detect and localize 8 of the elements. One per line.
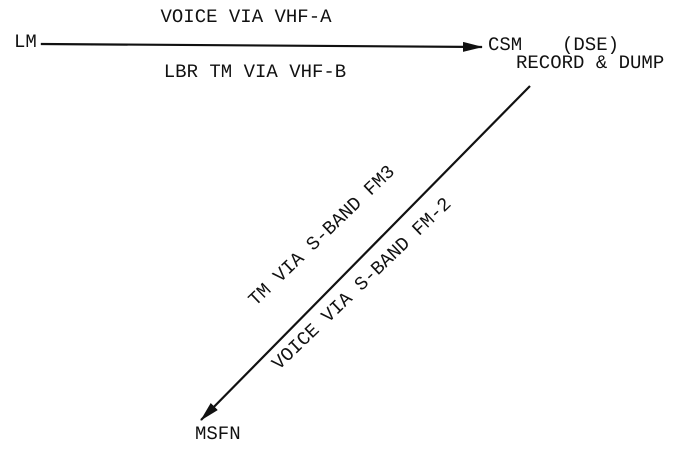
channel-label: LBR TM VIA VHF-B (164, 61, 346, 83)
edge-label: VOICE VIA VHF-A (160, 6, 332, 28)
node-label: LM (14, 31, 37, 53)
node-label: CSM (488, 34, 522, 56)
arrow (200, 85, 531, 421)
arrow (40, 42, 483, 52)
node-label: MSFN (195, 423, 241, 445)
node-note: (DSE) (562, 34, 620, 56)
